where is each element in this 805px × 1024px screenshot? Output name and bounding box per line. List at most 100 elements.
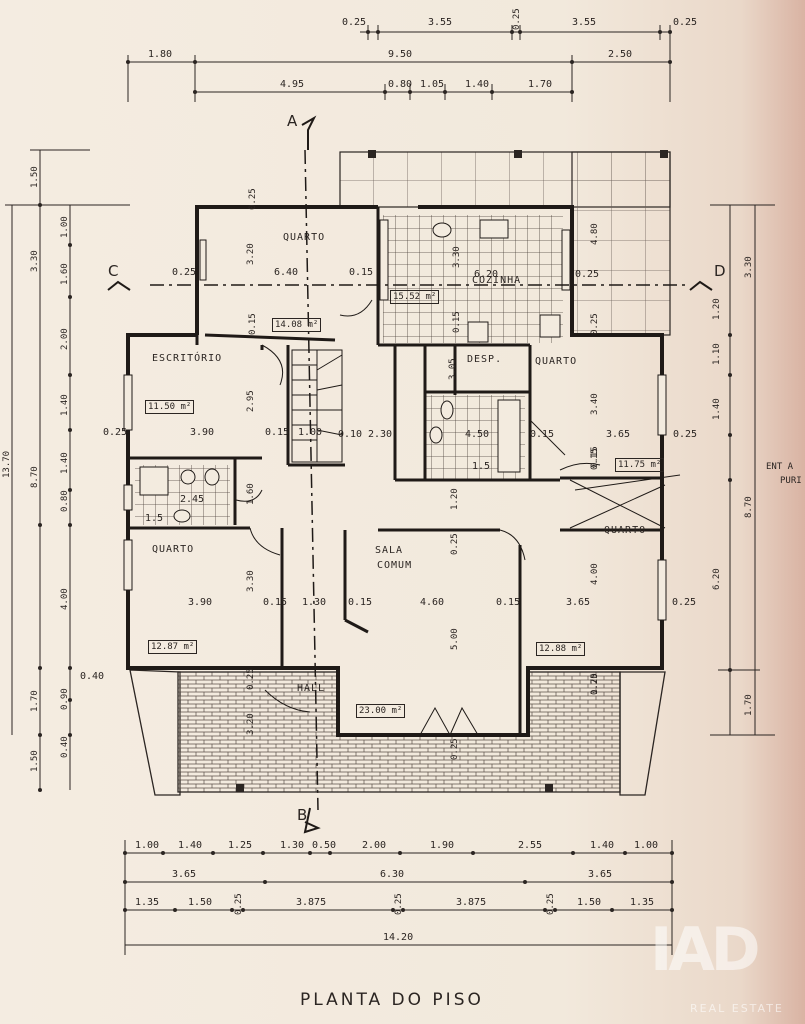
room-cozinha: COZINHA xyxy=(472,275,522,286)
dim-label: 0.80 xyxy=(388,79,413,90)
area-quarto-left: 12.87 m² xyxy=(148,640,198,654)
exterior-walls xyxy=(126,205,664,737)
dim-label: 5.00 xyxy=(450,628,460,650)
room-quarto-right-lower: QUARTO xyxy=(604,525,647,536)
dim-label: 2.00 xyxy=(60,328,70,350)
dim-label: 4.60 xyxy=(420,597,445,608)
section-d-label: D xyxy=(714,262,726,280)
dim-label: 3.40 xyxy=(590,393,600,415)
dim-label: 3.65 xyxy=(566,597,591,608)
section-lines xyxy=(150,149,690,811)
dim-label: 3.90 xyxy=(190,427,215,438)
bottom-dimension-lines xyxy=(124,840,673,955)
door-swings xyxy=(235,299,601,736)
dim-label: 2.55 xyxy=(518,840,543,851)
dim-label: 3.65 xyxy=(588,869,613,880)
dim-label: 1.30 xyxy=(280,840,305,851)
dim-label: 0.25 xyxy=(450,738,460,760)
dim-label: 0.25 xyxy=(450,533,460,555)
top-dimension-lines xyxy=(127,25,671,102)
dim-label: 0.25 xyxy=(342,17,367,28)
dim-label: 3.55 xyxy=(572,17,597,28)
iad-watermark-text: REAL ESTATE xyxy=(690,1002,784,1015)
dim-label: 3.65 xyxy=(172,869,197,880)
dim-label: 1.40 xyxy=(465,79,490,90)
dim-label: 3.30 xyxy=(452,246,462,268)
dim-label: 1.50 xyxy=(577,897,602,908)
dim-label: 1.05 xyxy=(420,79,445,90)
room-sala: SALA xyxy=(375,545,404,556)
dim-label: 2.00 xyxy=(362,840,387,851)
interior-walls xyxy=(128,207,662,735)
dim-label: 3.20 xyxy=(246,713,256,735)
dim-label: 0.15 xyxy=(248,313,258,335)
dim-label: 3.65 xyxy=(606,429,631,440)
dim-label: 1.30 xyxy=(302,597,327,608)
dim-label: 1.00 xyxy=(298,427,323,438)
dim-label: 0.25 xyxy=(246,668,256,690)
dim-label: 2.95 xyxy=(246,390,256,412)
dim-label: 0.25 xyxy=(590,313,600,335)
dim-label: 0.25 xyxy=(546,893,556,915)
dim-label: 3.875 xyxy=(456,897,487,908)
room-quarto-left: QUARTO xyxy=(152,544,195,555)
dim-label: 0.10 xyxy=(338,429,363,440)
plan-title: PLANTA DO PISO xyxy=(300,990,484,1010)
dim-label: 4.50 xyxy=(465,429,490,440)
dim-label: 3.05 xyxy=(448,358,458,380)
dim-label: 1.10 xyxy=(712,343,722,365)
dim-label: 0.25 xyxy=(248,188,258,210)
dim-label: 1.70 xyxy=(528,79,553,90)
dim-label: 1.35 xyxy=(630,897,655,908)
area-sala: 23.00 m² xyxy=(356,704,406,718)
room-hall: HALL xyxy=(297,683,326,694)
dim-label: 0.25 xyxy=(394,893,404,915)
dim-label: 1.90 xyxy=(430,840,455,851)
dim-label: 1.50 xyxy=(30,750,40,772)
dim-label: 3.90 xyxy=(188,597,213,608)
dim-label: 6.20 xyxy=(712,568,722,590)
dim-label: 1.00 xyxy=(60,216,70,238)
dim-label: 1.40 xyxy=(712,398,722,420)
dim-label: 2.30 xyxy=(368,429,393,440)
dim-label: 3.30 xyxy=(246,570,256,592)
dim-label: 0.25 xyxy=(672,597,697,608)
dim-label: 4.95 xyxy=(280,79,305,90)
section-a-label: A xyxy=(287,112,298,130)
dim-label: 1.35 xyxy=(135,897,160,908)
dim-label: 13.70 xyxy=(2,450,12,478)
side-dimension-lines xyxy=(5,149,775,790)
dim-label: 14.20 xyxy=(383,932,414,943)
dim-label: 0.25 xyxy=(234,893,244,915)
dim-label: 1.80 xyxy=(148,49,173,60)
dim-label: 0.50 xyxy=(312,840,337,851)
room-quarto-top: QUARTO xyxy=(283,232,326,243)
dim-label: 1.60 xyxy=(60,263,70,285)
side-note-line1: ENT A xyxy=(766,462,794,472)
area-cozinha: 15.52 m² xyxy=(390,290,440,304)
dim-label: 0.25 xyxy=(590,673,600,695)
dim-label: 1.25 xyxy=(228,840,253,851)
dim-label: 6.20 xyxy=(474,269,499,280)
dim-label: 0.25 xyxy=(673,17,698,28)
area-quarto-right-lower: 12.88 m² xyxy=(536,642,586,656)
dim-label: 4.00 xyxy=(60,588,70,610)
area-quarto-top: 14.08 m² xyxy=(272,318,322,332)
dim-label: 1.40 xyxy=(590,840,615,851)
room-quarto-right: QUARTO xyxy=(535,356,578,367)
dim-label: 0.25 xyxy=(512,8,522,30)
section-b-label: B xyxy=(297,806,308,824)
dim-label: 9.50 xyxy=(388,49,413,60)
area-escritorio: 11.50 m² xyxy=(145,400,195,414)
dim-label: 1.5 xyxy=(145,513,164,524)
dim-label: 3.20 xyxy=(246,243,256,265)
dim-label: 6.40 xyxy=(274,267,299,278)
dim-label: 8.70 xyxy=(744,496,754,518)
dim-label: 1.20 xyxy=(712,298,722,320)
room-comum: COMUM xyxy=(377,560,413,571)
area-quarto-right: 11.75 m² xyxy=(615,458,665,472)
dim-label: 2.45 xyxy=(180,494,205,505)
dim-label: 1.70 xyxy=(30,690,40,712)
section-c-label: C xyxy=(108,262,119,280)
dim-label: 1.00 xyxy=(634,840,659,851)
